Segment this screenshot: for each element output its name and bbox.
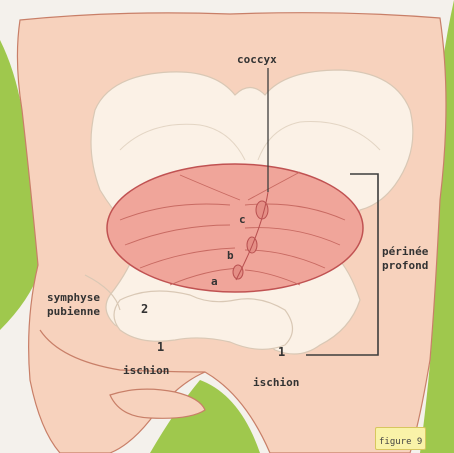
label-ischion-left: ischion xyxy=(123,365,169,376)
figure-caption-box: figure 9 xyxy=(375,427,426,450)
label-letter-a: a xyxy=(211,276,218,287)
label-letter-b: b xyxy=(227,250,234,261)
label-coccyx: coccyx xyxy=(237,54,277,65)
label-letter-c: c xyxy=(239,214,246,225)
label-symphyse-line1: symphyse xyxy=(47,292,100,303)
label-perinee-line2: profond xyxy=(382,260,428,271)
label-number-2: 2 xyxy=(141,303,148,315)
label-symphyse-line2: pubienne xyxy=(47,306,100,317)
label-number-1-left: 1 xyxy=(157,341,164,353)
label-number-1-right: 1 xyxy=(278,346,285,358)
label-ischion-right: ischion xyxy=(253,377,299,388)
label-perinee-line1: périnée xyxy=(382,246,428,257)
figure-caption: figure 9 xyxy=(379,437,422,447)
